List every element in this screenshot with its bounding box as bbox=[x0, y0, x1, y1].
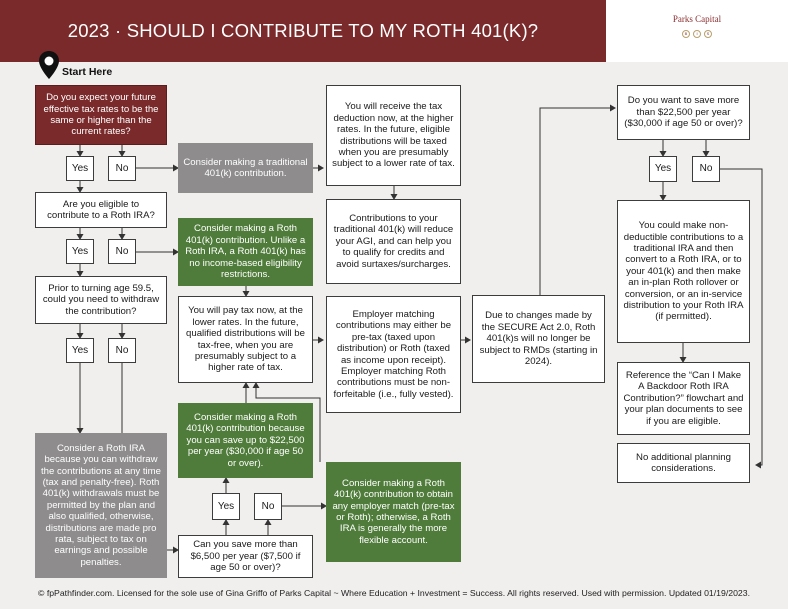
pay-tax-now-box: You will pay tax now, at the lower rates… bbox=[178, 296, 313, 383]
consider-roth-ira-box: Consider a Roth IRA because you can with… bbox=[35, 433, 167, 578]
question-future-tax-rates: Do you expect your future effective tax … bbox=[35, 85, 167, 145]
footer-copyright: © fpPathfinder.com. Licensed for the sol… bbox=[38, 588, 750, 598]
q3-no-label: No bbox=[108, 338, 136, 363]
q1-yes-label: Yes bbox=[66, 156, 94, 181]
q5-yes-label: Yes bbox=[212, 493, 240, 520]
q3-yes-label: Yes bbox=[66, 338, 94, 363]
q5-no-label: No bbox=[254, 493, 282, 520]
logo-mark-i: I bbox=[693, 30, 701, 38]
q2-no-label: No bbox=[108, 239, 136, 264]
q1-no-label: No bbox=[108, 156, 136, 181]
q4-no-label: No bbox=[692, 156, 720, 182]
logo-mark-s: S bbox=[704, 30, 712, 38]
q2-yes-label: Yes bbox=[66, 239, 94, 264]
reduce-agi-box: Contributions to your traditional 401(k)… bbox=[326, 199, 461, 284]
roth-no-income-limit-box: Consider making a Roth 401(k) contributi… bbox=[178, 218, 313, 286]
save-more-roth-box: Consider making a Roth 401(k) contributi… bbox=[178, 403, 313, 478]
secure-act-box: Due to changes made by the SECURE Act 2.… bbox=[472, 295, 605, 383]
logo: Parks Capital B I S bbox=[606, 0, 788, 62]
tax-deduction-now-box: You will receive the tax deduction now, … bbox=[326, 85, 461, 186]
question-withdraw-before-59: Prior to turning age 59.5, could you nee… bbox=[35, 276, 167, 324]
question-save-more-6500: Can you save more than $6,500 per year (… bbox=[178, 535, 313, 578]
employer-matching-box: Employer matching contributions may eith… bbox=[326, 296, 461, 413]
question-save-more-22500: Do you want to save more than $22,500 pe… bbox=[617, 85, 750, 140]
logo-text: Parks Capital bbox=[672, 14, 722, 24]
logo-mark-b: B bbox=[682, 30, 690, 38]
line-q4no-noplanning bbox=[720, 168, 763, 469]
logo-mark: B I S bbox=[606, 30, 788, 38]
q4-yes-label: Yes bbox=[649, 156, 677, 182]
no-planning-box: No additional planning considerations. bbox=[617, 443, 750, 483]
question-roth-ira-eligible: Are you eligible to contribute to a Roth… bbox=[35, 192, 167, 228]
map-pin-icon bbox=[39, 51, 59, 79]
consider-traditional-box: Consider making a traditional 401(k) con… bbox=[178, 143, 313, 193]
roth-employer-match-box: Consider making a Roth 401(k) contributi… bbox=[326, 462, 461, 562]
line-secure-q4 bbox=[539, 104, 616, 295]
line-match-paytax bbox=[252, 382, 321, 462]
start-here-label: Start Here bbox=[62, 66, 113, 78]
page-title: 2023 · SHOULD I CONTRIBUTE TO MY ROTH 40… bbox=[0, 0, 606, 62]
non-deductible-box: You could make non-deductible contributi… bbox=[617, 200, 750, 343]
backdoor-roth-box: Reference the “Can I Make A Backdoor Rot… bbox=[617, 362, 750, 435]
